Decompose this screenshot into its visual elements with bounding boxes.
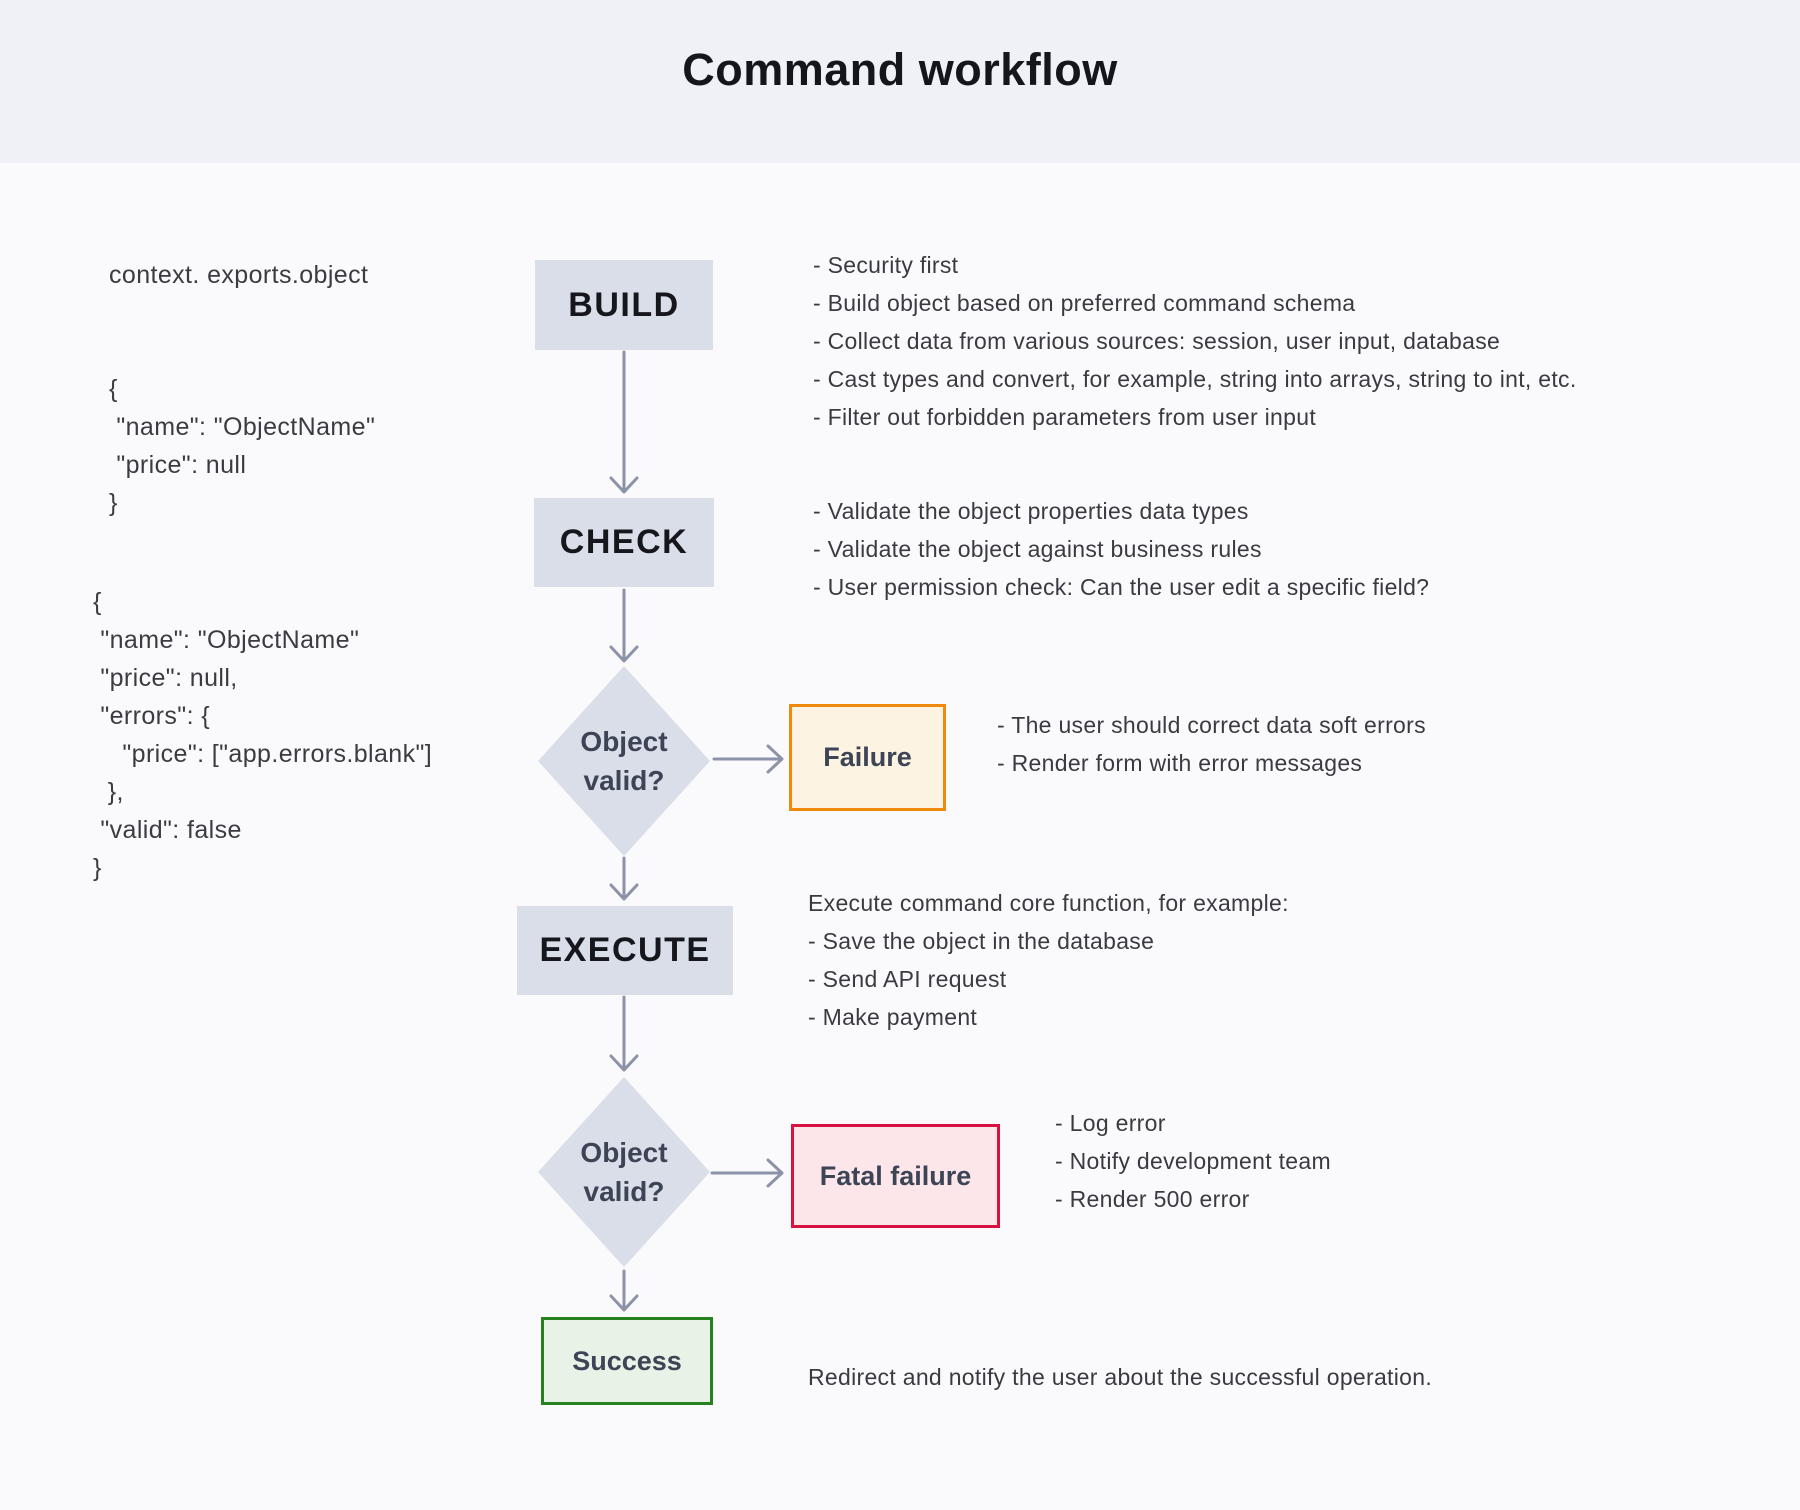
fatal-failure-box: Fatal failure <box>791 1124 1000 1228</box>
failure-note-line: - Render form with error messages <box>997 750 1363 776</box>
page-title: Command workflow <box>682 44 1118 95</box>
arrow-check-to-decision1 <box>609 588 639 663</box>
check-step-box: CHECK <box>534 498 714 587</box>
execute-note-line: - Save the object in the database <box>808 928 1155 954</box>
fatal-failure-notes: - Log error - Notify development team - … <box>1055 1104 1331 1218</box>
fatal-failure-note-line: - Notify development team <box>1055 1148 1331 1174</box>
fatal-failure-note-line: - Render 500 error <box>1055 1186 1250 1212</box>
success-note-line: Redirect and notify the user about the s… <box>808 1364 1433 1390</box>
check-note-line: - Validate the object against business r… <box>813 536 1262 562</box>
fatal-failure-label: Fatal failure <box>819 1160 972 1191</box>
arrow-decision1-to-failure <box>712 744 784 774</box>
check-notes: - Validate the object properties data ty… <box>813 492 1429 606</box>
execute-note-line: - Make payment <box>808 1004 978 1030</box>
arrow-execute-to-decision2 <box>609 995 639 1072</box>
execute-notes: Execute command core function, for examp… <box>808 884 1289 1036</box>
failure-box: Failure <box>789 704 946 811</box>
code-object-initial: { "name": "ObjectName" "price": null } <box>109 375 376 517</box>
success-box: Success <box>541 1317 713 1405</box>
success-label: Success <box>572 1345 682 1376</box>
build-note-line: - Build object based on preferred comman… <box>813 290 1356 316</box>
object-valid-decision-1-label: Object valid? <box>580 726 668 796</box>
arrow-decision2-to-fatal-failure <box>710 1158 784 1188</box>
check-step-label: CHECK <box>559 523 689 561</box>
check-note-line: - User permission check: Can the user ed… <box>813 574 1430 600</box>
failure-label: Failure <box>823 742 912 772</box>
code-object-validated: { "name": "ObjectName" "price": null, "e… <box>93 588 433 882</box>
execute-step-box: EXECUTE <box>517 906 733 995</box>
build-note-line: - Cast types and convert, for example, s… <box>813 366 1577 392</box>
build-note-line: - Collect data from various sources: ses… <box>813 328 1501 354</box>
code-context-object: context. exports.object { "name": "Objec… <box>109 256 375 522</box>
build-note-line: - Security first <box>813 252 959 278</box>
object-valid-decision-1: Object valid? <box>538 666 710 856</box>
build-note-line: - Filter out forbidden parameters from u… <box>813 404 1317 430</box>
failure-note-line: - The user should correct data soft erro… <box>997 712 1426 738</box>
execute-note-line: - Send API request <box>808 966 1007 992</box>
build-step-box: BUILD <box>535 260 713 350</box>
object-valid-decision-2-label: Object valid? <box>580 1137 668 1207</box>
code-context-label: context. exports.object <box>109 261 369 289</box>
check-note-line: - Validate the object properties data ty… <box>813 498 1249 524</box>
failure-notes: - The user should correct data soft erro… <box>997 706 1426 782</box>
arrow-decision1-to-execute <box>609 856 639 901</box>
execute-note-line: Execute command core function, for examp… <box>808 890 1289 916</box>
execute-step-label: EXECUTE <box>539 931 711 969</box>
arrow-build-to-check <box>609 350 639 494</box>
header-band <box>0 0 1800 163</box>
success-note: Redirect and notify the user about the s… <box>808 1358 1432 1396</box>
build-step-label: BUILD <box>568 285 680 324</box>
object-valid-decision-2: Object valid? <box>538 1077 710 1267</box>
build-notes: - Security first - Build object based on… <box>813 246 1577 436</box>
fatal-failure-note-line: - Log error <box>1055 1110 1166 1136</box>
arrow-decision2-to-success <box>609 1269 639 1312</box>
